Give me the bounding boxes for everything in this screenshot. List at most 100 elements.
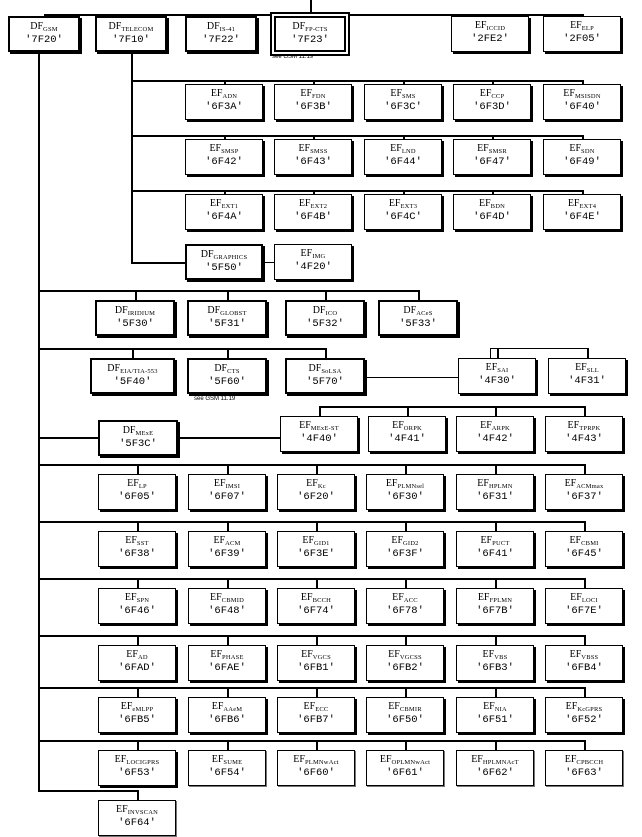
- node-ef-elp[interactable]: EFELP'2F05': [543, 16, 621, 52]
- node-ef-sms[interactable]: EFSMS'6F3C': [364, 84, 442, 120]
- node-df-fp-cts[interactable]: DFFP-CTS'7F23': [274, 16, 346, 52]
- node-ef-puct[interactable]: EFPUCT'6F41': [456, 531, 534, 567]
- node-ef-plmnwact[interactable]: EFPLMNwAct'6F60': [277, 750, 355, 786]
- node-ef-spn[interactable]: EFSPN'6F46': [98, 588, 176, 624]
- node-ef-invscan[interactable]: EFINVSCAN'6F64': [98, 800, 176, 836]
- node-file-id: '6F51': [476, 714, 514, 726]
- node-ef-bdn[interactable]: EFBDN'6F4D': [453, 194, 531, 230]
- node-ef-tprpk[interactable]: EFTPRPK'4F43': [545, 416, 623, 452]
- node-ef-lp[interactable]: EFLP'6F05': [98, 474, 176, 510]
- node-kind: EF: [392, 592, 404, 603]
- node-df-is-41[interactable]: DFIS-41'7F22': [185, 16, 257, 52]
- node-df-telecom[interactable]: DFTELECOM'7F10': [95, 16, 167, 52]
- node-ef-sdn[interactable]: EFSDN'6F49': [543, 139, 621, 175]
- node-ef-emlpp[interactable]: EFeMLPP'6FB5': [98, 697, 176, 733]
- node-ef-lnd[interactable]: EFLND'6F44': [364, 139, 442, 175]
- node-ef-acm[interactable]: EFACM'6F39': [188, 531, 266, 567]
- node-ef-ext1[interactable]: EFEXT1'6F4A': [185, 194, 263, 230]
- node-subscript: ACC: [403, 596, 418, 604]
- node-ef-adn[interactable]: EFADN'6F3A': [185, 84, 263, 120]
- connector-drop-sst: [137, 521, 139, 532]
- node-ef-cpbcch[interactable]: EFCPBCCH'6F63': [545, 750, 623, 786]
- connector-drop-sdn: [582, 135, 584, 141]
- node-ef-img[interactable]: EFIMG'4F20': [274, 244, 352, 280]
- node-ef-msisdn[interactable]: EFMSISDN'6F40': [543, 84, 621, 120]
- node-ef-ad[interactable]: EFAD'6FAD': [98, 645, 176, 681]
- node-file-id: '6F4A': [205, 211, 243, 223]
- node-subscript: ACeS: [416, 309, 433, 317]
- node-ef-plmnsel[interactable]: EFPLMNsel'6F30': [366, 474, 444, 510]
- node-ef-vgcss[interactable]: EFVGCSS'6FB2': [366, 645, 444, 681]
- node-ef-ext2[interactable]: EFEXT2'6F4B': [274, 194, 352, 230]
- node-ef-gid2[interactable]: EFGID2'6F3F': [366, 531, 444, 567]
- node-kind: EF: [211, 754, 224, 765]
- node-ef-arpk[interactable]: EFARPK'4F42': [456, 416, 534, 452]
- node-ef-fplmn[interactable]: EFFPLMN'6F7B': [456, 588, 534, 624]
- node-ef-cbmir[interactable]: EFCBMIR'6F50': [366, 697, 444, 733]
- node-ef-smsr[interactable]: EFSMSR'6F47': [453, 139, 531, 175]
- node-ef-smss[interactable]: EFSMSS'6F43': [274, 139, 352, 175]
- node-df-cts[interactable]: DFCTS'5F60': [187, 358, 267, 394]
- node-kind: DF: [207, 305, 221, 316]
- node-kind: EF: [300, 592, 313, 603]
- node-ef-fdn[interactable]: EFFDN'6F3B': [274, 84, 352, 120]
- node-title: EFPUCT: [457, 536, 533, 547]
- node-ef-vbss[interactable]: EFVBSS'6FB4': [545, 645, 623, 681]
- node-df-gsm[interactable]: DFGSM'7F20': [8, 16, 80, 52]
- node-ef-oplmnwact[interactable]: EFOPLMNwAct'6F61': [366, 750, 444, 786]
- node-ef-hplmnact[interactable]: EFHPLMNAcT'6F62': [456, 750, 534, 786]
- node-file-id: '6F46': [118, 605, 156, 617]
- node-ef-aaem[interactable]: EFAAeM'6FB6': [188, 697, 266, 733]
- node-ef-acc[interactable]: EFACC'6F78': [366, 588, 444, 624]
- node-ef-acmmax[interactable]: EFACMmax'6F37': [545, 474, 623, 510]
- node-subscript: AAeM: [223, 705, 243, 713]
- node-df-iridium[interactable]: DFIRIDIUM'5F30': [95, 300, 175, 336]
- connector-drop-ad: [137, 635, 139, 646]
- node-ef-ext4[interactable]: EFEXT4'6F4E': [543, 194, 621, 230]
- connector-mf-bus: [44, 14, 582, 16]
- node-ef-kcgprs[interactable]: EFKcGPRS'6F52': [545, 697, 623, 733]
- node-df-globst[interactable]: DFGLOBST'5F31': [187, 300, 267, 336]
- node-ef-smsp[interactable]: EFSMSP'6F42': [185, 139, 263, 175]
- node-ef-ecc[interactable]: EFECC'6FB7': [277, 697, 355, 733]
- node-ef-sume[interactable]: EFSUME'6F54': [188, 750, 266, 786]
- node-ef-iccid[interactable]: EFICCID'2FE2': [451, 16, 529, 52]
- node-ef-ext3[interactable]: EFEXT3'6F4C': [364, 194, 442, 230]
- node-ef-imsi[interactable]: EFIMSI'6F07': [188, 474, 266, 510]
- node-ef-gid1[interactable]: EFGID1'6F3E': [277, 531, 355, 567]
- node-kind: EF: [298, 198, 311, 209]
- node-ef-locigprs[interactable]: EFLOCIGPRS'6F53': [98, 750, 176, 786]
- connector-drop-loci: [584, 578, 586, 589]
- node-df-mexe[interactable]: DFMExE'5F3C': [98, 420, 178, 456]
- node-ef-nia[interactable]: EFNIA'6F51': [456, 697, 534, 733]
- node-df-ico[interactable]: DFICO'5F32': [285, 300, 365, 336]
- node-kind: DF: [114, 305, 128, 316]
- node-file-id: '4F30': [478, 375, 516, 387]
- node-ef-loci[interactable]: EFLOCI'6F7E': [545, 588, 623, 624]
- node-title: EFACC: [367, 592, 443, 604]
- node-ef-cbmid[interactable]: EFCBMID'6F48': [188, 588, 266, 624]
- node-title: EFKcGPRS: [546, 702, 622, 713]
- node-ef-sll[interactable]: EFSLL'4F31': [548, 358, 626, 394]
- node-ef-hplmn[interactable]: EFHPLMN'6F31': [456, 474, 534, 510]
- node-ef-sai[interactable]: EFSAI'4F30': [458, 358, 536, 394]
- node-ef-cbmi[interactable]: EFCBMI'6F45': [545, 531, 623, 567]
- node-df-graphics[interactable]: DFGRAPHICS'5F50': [185, 244, 263, 280]
- node-df-aces[interactable]: DFACeS'5F33': [378, 300, 458, 336]
- node-ef-ccp[interactable]: EFCCP'6F3D': [453, 84, 531, 120]
- node-ef-bcch[interactable]: EFBCCH'6F74': [277, 588, 355, 624]
- node-ef-kc[interactable]: EFKc'6F20': [277, 474, 355, 510]
- node-df-solsa[interactable]: DFSoLSA'5F70': [285, 358, 365, 394]
- node-ef-vgcs[interactable]: EFVGCS'6FB1': [277, 645, 355, 681]
- node-ef-vbs[interactable]: EFVBS'6FB3': [456, 645, 534, 681]
- node-subscript: Kc: [317, 482, 326, 490]
- node-df-eia-tia[interactable]: DFEIA/TIA-553'5F40': [90, 358, 175, 394]
- node-ef-phase[interactable]: EFPHASE'6FAE': [188, 645, 266, 681]
- node-ef-mexe-st[interactable]: EFMExE-ST'4F40': [280, 416, 358, 452]
- node-file-id: '6F42': [205, 156, 243, 168]
- connector-graphics-img: [263, 262, 276, 263]
- node-kind: EF: [388, 701, 400, 712]
- node-ef-sst[interactable]: EFSST'6F38': [98, 531, 176, 567]
- node-title: EFMSISDN: [544, 89, 620, 100]
- node-ef-orpk[interactable]: EFORPK'4F41': [368, 416, 446, 452]
